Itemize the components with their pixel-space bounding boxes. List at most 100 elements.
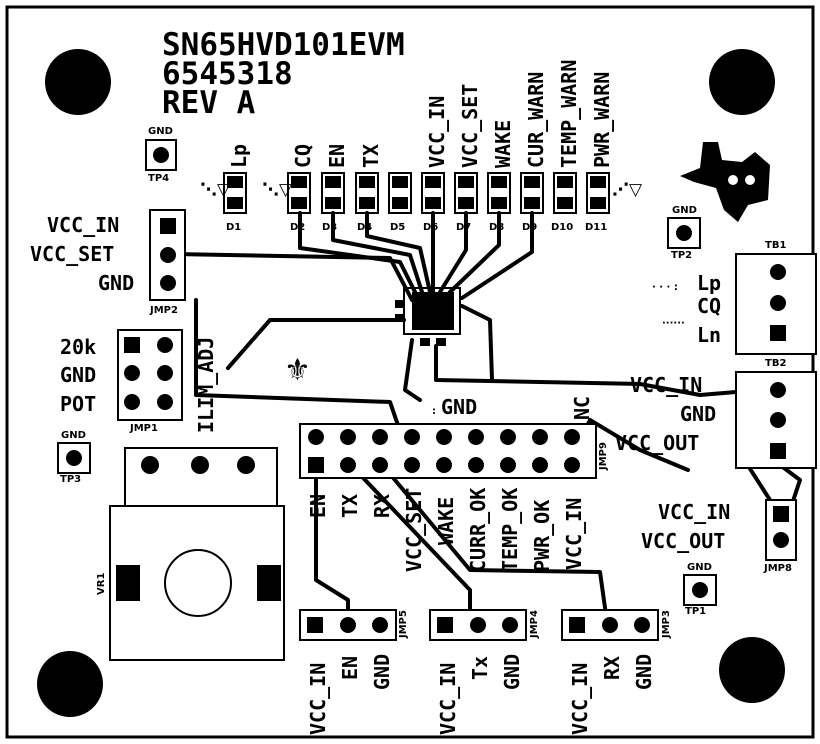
header-pin-label-rx: RX bbox=[370, 494, 394, 518]
svg-text:D7: D7 bbox=[456, 222, 471, 233]
led-d1: D1 Lp ⋱▽ bbox=[200, 144, 251, 233]
jmp5-pin1-label: VCC_IN bbox=[306, 663, 330, 735]
led-d8: D8 WAKE bbox=[487, 120, 515, 233]
mounting-hole-tl bbox=[45, 49, 111, 115]
svg-text:TP4: TP4 bbox=[148, 173, 169, 184]
svg-text:D2: D2 bbox=[290, 222, 305, 233]
svg-text:GND: GND bbox=[672, 205, 697, 216]
led-d2-symbol-icon: ⋱▽ bbox=[262, 180, 293, 200]
svg-text:D5: D5 bbox=[390, 222, 405, 233]
led-d11-symbol-icon: ⋰▽ bbox=[612, 180, 643, 200]
jmp1-pin2-label: GND bbox=[60, 363, 96, 387]
svg-text:D6: D6 bbox=[423, 222, 438, 233]
svg-text:D3: D3 bbox=[322, 222, 337, 233]
tb2-pin1-label: VCC_IN bbox=[630, 373, 702, 397]
svg-text:CUR_WARN: CUR_WARN bbox=[524, 72, 548, 168]
fleur-de-lis-icon: ⚜ bbox=[284, 353, 311, 388]
jumper-jmp4: JMP4 bbox=[429, 609, 540, 641]
led-d11: D11 PWR_WARN ⋰▽ bbox=[585, 72, 643, 233]
ilim-adj-label: ILIM_ADJ bbox=[194, 337, 218, 433]
header-pin-label-pwr-ok: PWR_OK bbox=[530, 500, 554, 572]
mounting-hole-br bbox=[719, 637, 785, 703]
jumper-jmp3: JMP3 bbox=[561, 609, 672, 641]
jmp1-pin3-label: POT bbox=[60, 392, 96, 416]
header-pin-label-curr-ok: CURR_OK bbox=[466, 488, 490, 572]
svg-text:D8: D8 bbox=[489, 222, 504, 233]
svg-text:EN: EN bbox=[325, 144, 349, 168]
led-d7: D7 VCC_SET bbox=[454, 84, 482, 233]
board-part-number: 6545318 bbox=[162, 56, 293, 92]
tb1-dots-2: ······ bbox=[662, 318, 685, 329]
svg-text:WAKE: WAKE bbox=[491, 120, 515, 168]
svg-text:VCC_SET: VCC_SET bbox=[458, 84, 482, 168]
tb1-pin1-label: Lp bbox=[697, 271, 721, 295]
terminal-block-tb1: TB1 bbox=[735, 240, 817, 355]
led-d9: D9 CUR_WARN bbox=[520, 72, 548, 233]
header-pin-label-temp-ok: TEMP_OK bbox=[498, 488, 522, 572]
jmp3-pin2-label: RX bbox=[600, 656, 624, 680]
svg-text:JMP1: JMP1 bbox=[129, 423, 158, 434]
jmp3-pin1-label: VCC_IN bbox=[568, 663, 592, 735]
jumper-jmp2: JMP2 bbox=[149, 209, 186, 316]
jumper-jmp1: JMP1 bbox=[117, 329, 183, 434]
svg-text:TP1: TP1 bbox=[685, 606, 706, 617]
jmp8-pin2-label: VCC_OUT bbox=[641, 529, 725, 553]
svg-text:JMP8: JMP8 bbox=[763, 563, 792, 574]
svg-text:TP3: TP3 bbox=[60, 474, 81, 485]
header-top-label: NC bbox=[570, 396, 594, 420]
svg-text:D11: D11 bbox=[585, 222, 607, 233]
svg-text:TEMP_WARN: TEMP_WARN bbox=[557, 60, 581, 168]
svg-text:TP2: TP2 bbox=[671, 250, 692, 261]
svg-text:JMP4: JMP4 bbox=[529, 610, 540, 639]
led-d2: D2 CQ ⋱▽ bbox=[262, 144, 315, 233]
jumper-jmp5: JMP5 bbox=[299, 609, 409, 641]
test-point-tp3: GND TP3 bbox=[57, 430, 91, 485]
led-d10: D10 TEMP_WARN bbox=[551, 60, 581, 233]
ti-logo-icon bbox=[680, 142, 770, 222]
svg-text:GND: GND bbox=[61, 430, 86, 441]
svg-text:VCC_IN: VCC_IN bbox=[425, 96, 449, 168]
header-pin-label-wake: WAKE bbox=[434, 497, 458, 545]
tb1-pin3-label: Ln bbox=[697, 323, 721, 347]
svg-text:D4: D4 bbox=[357, 222, 372, 233]
tb1-dots: · · · : bbox=[652, 282, 678, 293]
board-revision: REV A bbox=[162, 85, 256, 121]
jmp5-pin2-label: EN bbox=[338, 656, 362, 680]
board-title: SN65HVD101EVM bbox=[162, 27, 405, 63]
test-point-tp1: GND TP1 bbox=[683, 562, 717, 617]
jmp2-pin2-label: VCC_SET bbox=[30, 242, 114, 266]
jmp8-pin1-label: VCC_IN bbox=[658, 500, 730, 524]
pcb-traces bbox=[172, 211, 802, 624]
tb2-pin3-label: VCC_OUT bbox=[615, 431, 699, 455]
svg-text:JMP9: JMP9 bbox=[598, 442, 609, 471]
potentiometer-vr1: VR1 bbox=[96, 447, 285, 661]
jmp4-pin3-label: GND bbox=[500, 654, 524, 690]
jmp4-pin2-label: Tx bbox=[468, 656, 492, 680]
tb1-pin2-label: CQ bbox=[697, 294, 721, 318]
svg-text:VR1: VR1 bbox=[96, 573, 107, 595]
mounting-hole-bl bbox=[37, 651, 103, 717]
led-d1-symbol-icon: ⋱▽ bbox=[200, 180, 231, 200]
svg-text:TX: TX bbox=[359, 144, 383, 168]
jmp1-pin1-label: 20k bbox=[60, 335, 96, 359]
svg-text:TB1: TB1 bbox=[765, 240, 786, 251]
test-point-tp4: GND TP4 bbox=[145, 126, 177, 184]
svg-text:JMP2: JMP2 bbox=[149, 305, 178, 316]
terminal-block-tb2: TB2 bbox=[735, 358, 817, 469]
test-point-tp2: GND TP2 bbox=[667, 205, 701, 261]
svg-text:JMP3: JMP3 bbox=[661, 610, 672, 639]
header-pin-label-tx: TX bbox=[338, 494, 362, 518]
led-d3: D3 EN bbox=[321, 144, 349, 233]
svg-text:GND: GND bbox=[687, 562, 712, 573]
svg-text:TB2: TB2 bbox=[765, 358, 786, 369]
svg-text:GND: GND bbox=[148, 126, 173, 137]
svg-text:PWR_WARN: PWR_WARN bbox=[590, 72, 614, 168]
jmp3-pin3-label: GND bbox=[632, 654, 656, 690]
header-jmp9: JMP9 bbox=[299, 423, 609, 479]
jmp2-pin3-label: GND bbox=[98, 271, 134, 295]
jmp4-pin1-label: VCC_IN bbox=[436, 663, 460, 735]
led-d6: D6 VCC_IN bbox=[421, 96, 449, 233]
gnd-marker: GND bbox=[441, 395, 477, 419]
svg-text:CQ: CQ bbox=[291, 144, 315, 168]
